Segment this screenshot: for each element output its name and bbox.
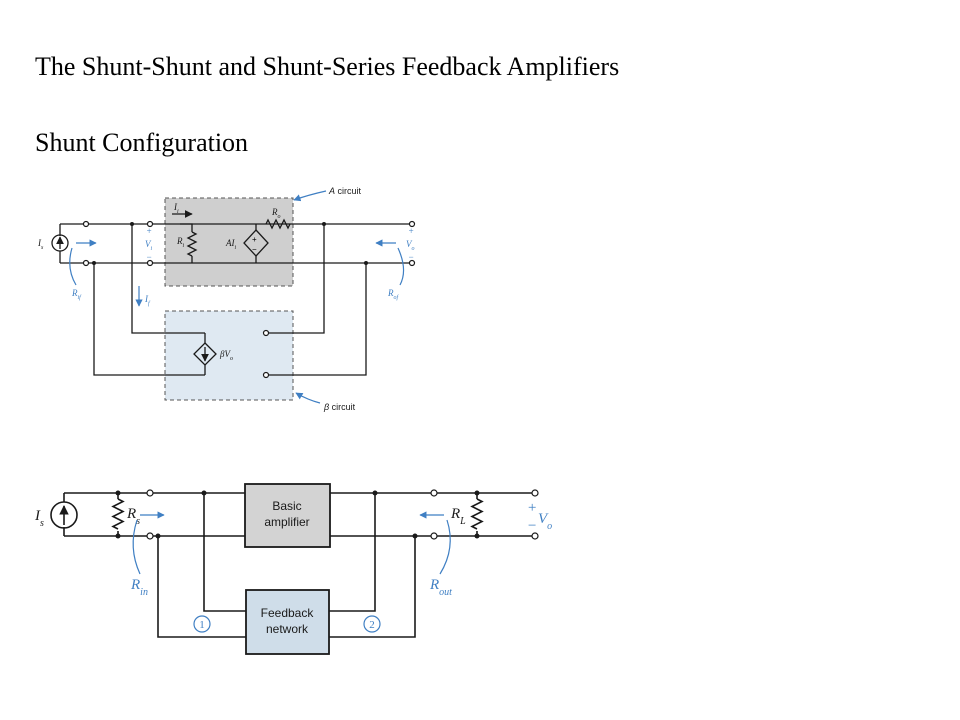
vo-label: Vo [406, 239, 415, 252]
rif-label: Rif [71, 288, 82, 301]
feedback-network-line1: Feedback [261, 606, 315, 620]
is-label-2: Is [34, 508, 44, 529]
beta-circuit-label: β circuit [323, 402, 356, 412]
vi-label: Vi [145, 239, 153, 252]
slide-title: The Shunt-Shunt and Shunt-Series Feedbac… [35, 52, 620, 81]
basic-amplifier-box [244, 483, 331, 548]
vi-minus: − [146, 252, 152, 262]
rl-resistor [470, 498, 484, 530]
ii-label: Ii [173, 202, 179, 215]
shunt-shunt-feedback-diagram: Is Ri Ii + − AIi Ro βVo [37, 186, 416, 412]
dependent-source-aii: + − [243, 229, 269, 257]
beta-circuit-box [164, 310, 294, 401]
vi-plus: + [146, 226, 152, 236]
rout-label: Rout [429, 577, 452, 598]
feedback-network-line2: network [266, 622, 309, 636]
is-label: Is [37, 238, 44, 251]
rof-label: Rof [387, 288, 400, 301]
port-1-label: 1 [199, 619, 205, 631]
dependent-source-beta-vo [193, 342, 217, 366]
shunt-feedback-block-diagram: Is Rs RL Basic amplifier Feedback networ… [34, 483, 552, 655]
ro-label: Ro [271, 207, 281, 220]
vo-plus-2: + [527, 500, 537, 516]
a-circuit-label: A circuit [328, 186, 362, 196]
if-label: If [144, 294, 151, 307]
rs-resistor [111, 498, 125, 530]
svg-text:−: − [252, 245, 257, 254]
vo-plus: + [408, 226, 414, 236]
ri-label: Ri [176, 236, 185, 249]
ro-resistor [265, 218, 291, 230]
slide-subtitle: Shunt Configuration [35, 128, 249, 157]
rl-label: RL [450, 506, 466, 527]
current-source-is [51, 234, 69, 252]
rs-label: Rs [126, 506, 140, 527]
basic-amplifier-line2: amplifier [264, 515, 309, 529]
feedback-network-box [245, 589, 330, 655]
vo-label-2: Vo [538, 511, 552, 532]
port-2-label: 2 [369, 619, 375, 631]
rin-label: Rin [130, 577, 148, 598]
basic-amplifier-line1: Basic [272, 499, 301, 513]
beta-vo-label: βVo [219, 349, 233, 362]
svg-text:+: + [252, 235, 257, 244]
vo-minus: − [408, 252, 414, 262]
vo-minus-2: − [527, 518, 537, 534]
aii-label: AIi [225, 238, 237, 251]
current-source-is-2 [50, 501, 78, 529]
ri-resistor [186, 231, 198, 257]
